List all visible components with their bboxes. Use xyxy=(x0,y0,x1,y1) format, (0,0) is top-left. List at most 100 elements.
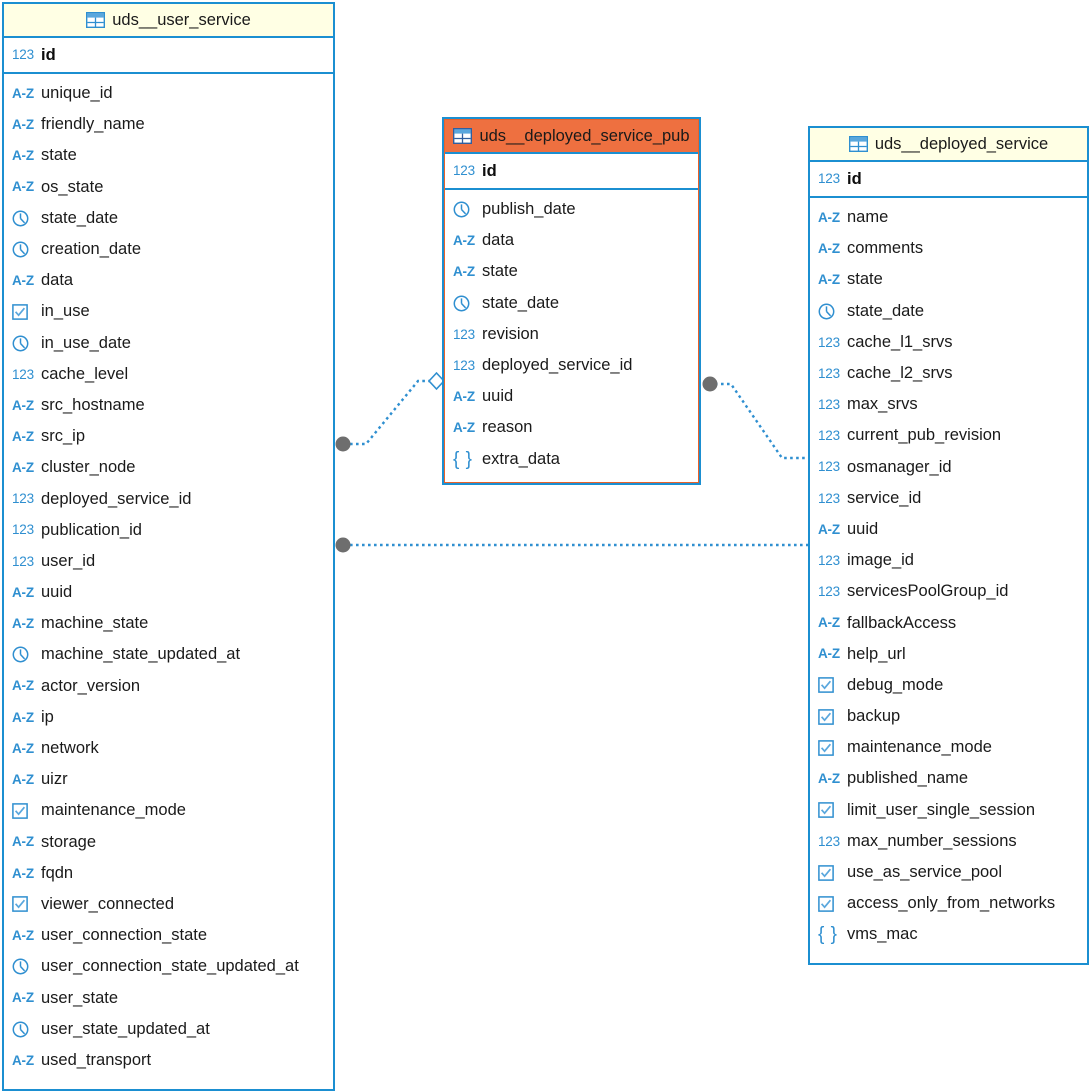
field-row[interactable]: state_date xyxy=(453,288,698,319)
field-row[interactable]: in_use xyxy=(12,296,333,327)
field-row[interactable]: user_state_updated_at xyxy=(12,1014,333,1045)
field-row[interactable]: use_as_service_pool xyxy=(818,857,1087,888)
field-label: user_state xyxy=(41,988,119,1007)
entity-uds-deployed-service-pub[interactable]: uds__deployed_service_pub 123 id publish… xyxy=(442,117,701,485)
field-label: deployed_service_id xyxy=(482,356,633,375)
clock-icon xyxy=(453,293,475,313)
field-row[interactable]: 123 deployed_service_id xyxy=(453,350,698,381)
field-row[interactable]: A-Z help_url xyxy=(818,639,1087,670)
field-label: viewer_connected xyxy=(41,894,174,913)
field-label: publication_id xyxy=(41,520,142,539)
table-icon xyxy=(848,135,868,153)
field-label: current_pub_revision xyxy=(847,426,1002,445)
field-row[interactable]: limit_user_single_session xyxy=(818,795,1087,826)
field-row[interactable]: machine_state_updated_at xyxy=(12,639,333,670)
entity-header[interactable]: uds__deployed_service_pub xyxy=(445,120,698,154)
field-label: image_id xyxy=(847,551,914,570)
field-row[interactable]: A-Z user_state xyxy=(12,982,333,1013)
primary-key-row[interactable]: 123 id xyxy=(810,162,1087,198)
field-row[interactable]: backup xyxy=(818,701,1087,732)
field-label: uuid xyxy=(847,519,879,538)
entity-header[interactable]: uds__user_service xyxy=(4,4,333,38)
123-icon: 123 xyxy=(453,357,475,373)
field-label: reason xyxy=(482,418,533,437)
az-icon: A-Z xyxy=(12,990,34,1006)
entity-header[interactable]: uds__deployed_service xyxy=(810,128,1087,162)
field-row[interactable]: in_use_date xyxy=(12,328,333,359)
az-icon: A-Z xyxy=(12,771,34,787)
az-icon: A-Z xyxy=(12,709,34,725)
field-row[interactable]: maintenance_mode xyxy=(818,732,1087,763)
field-label: help_url xyxy=(847,644,906,663)
entity-title: uds__deployed_service_pub xyxy=(479,126,690,145)
field-row[interactable]: maintenance_mode xyxy=(12,795,333,826)
primary-key-row[interactable]: 123 id xyxy=(445,154,698,190)
field-row[interactable]: state_date xyxy=(818,296,1087,327)
field-row[interactable]: publish_date xyxy=(453,194,698,225)
field-label: name xyxy=(847,208,889,227)
field-label: unique_id xyxy=(41,84,113,103)
field-row[interactable]: user_connection_state_updated_at xyxy=(12,951,333,982)
field-row[interactable]: viewer_connected xyxy=(12,889,333,920)
az-icon: A-Z xyxy=(818,646,840,662)
field-row[interactable]: debug_mode xyxy=(818,670,1087,701)
primary-key-row[interactable]: 123 id xyxy=(4,38,333,74)
field-row[interactable]: access_only_from_networks xyxy=(818,888,1087,919)
field-label: actor_version xyxy=(41,676,141,695)
field-row[interactable]: creation_date xyxy=(12,234,333,265)
123-icon: 123 xyxy=(818,459,840,475)
field-row[interactable]: { }extra_data xyxy=(453,444,698,475)
field-row[interactable]: { }vms_mac xyxy=(818,919,1087,950)
az-icon: A-Z xyxy=(12,428,34,444)
table-icon xyxy=(86,11,106,29)
field-row[interactable]: state_date xyxy=(12,203,333,234)
